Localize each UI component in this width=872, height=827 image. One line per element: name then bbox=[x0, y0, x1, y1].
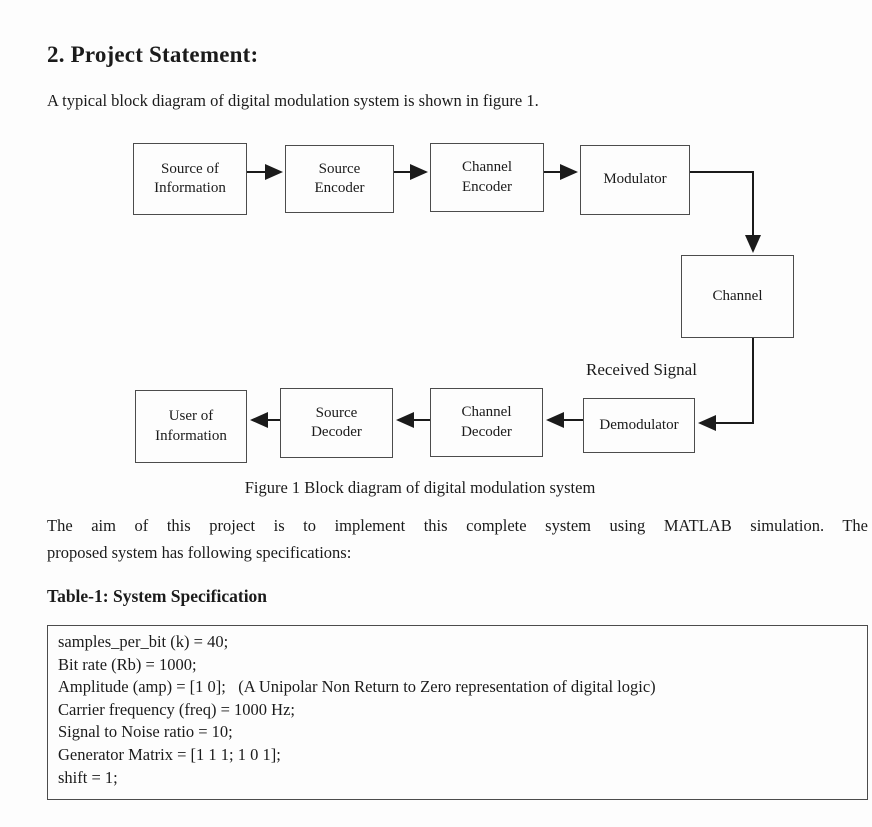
spec-line: Generator Matrix = [1 1 1; 1 0 1]; bbox=[58, 744, 281, 764]
block-label: User of Information bbox=[155, 408, 227, 444]
section-heading: 2. Project Statement: bbox=[47, 42, 259, 67]
intro-paragraph: A typical block diagram of digital modul… bbox=[47, 91, 539, 110]
block-label: Source of Information bbox=[154, 160, 226, 197]
spec-line: Bit rate (Rb) = 1000; bbox=[58, 654, 197, 674]
spec-line: Amplitude (amp) = [1 0]; (A Unipolar Non… bbox=[58, 677, 656, 697]
aim-paragraph-line2: proposed system has following specificat… bbox=[47, 543, 352, 562]
block-label: Demodulator bbox=[599, 416, 679, 433]
received-signal-label: Received Signal bbox=[586, 360, 697, 379]
block-label: Modulator bbox=[603, 171, 667, 188]
block-user-of-information: User of Information bbox=[135, 390, 247, 463]
block-label: Source Decoder bbox=[311, 404, 362, 441]
arrow-channel-to-demodulator bbox=[698, 338, 754, 431]
block-label: Source Encoder bbox=[314, 160, 365, 197]
block-demodulator: Demodulator bbox=[583, 398, 695, 453]
block-label: Channel Encoder bbox=[462, 159, 512, 195]
block-channel: Channel bbox=[681, 255, 794, 338]
spec-line: Carrier frequency (freq) = 1000 Hz; bbox=[58, 699, 295, 719]
block-channel-encoder: Channel Encoder bbox=[430, 143, 544, 212]
table-heading: Table-1: System Specification bbox=[47, 586, 268, 606]
block-source-encoder: Source Encoder bbox=[285, 145, 394, 213]
spec-line: Signal to Noise ratio = 10; bbox=[58, 722, 233, 742]
spec-line: shift = 1; bbox=[58, 767, 118, 787]
system-specification-table: samples_per_bit (k) = 40; Bit rate (Rb) … bbox=[47, 625, 868, 800]
spec-line: samples_per_bit (k) = 40; bbox=[58, 632, 229, 651]
arrow-modulator-to-channel bbox=[690, 171, 761, 253]
block-label: Channel bbox=[712, 287, 763, 304]
block-source-decoder: Source Decoder bbox=[280, 388, 393, 458]
block-source-of-information: Source of Information bbox=[133, 143, 247, 215]
aim-paragraph-line1: The aim of this project is to implement … bbox=[47, 516, 868, 535]
block-modulator: Modulator bbox=[580, 145, 690, 215]
figure-caption: Figure 1 Block diagram of digital modula… bbox=[244, 478, 596, 497]
block-label: Channel Decoder bbox=[461, 404, 512, 440]
diagram-arrows bbox=[247, 164, 761, 431]
block-diagram-figure: Source of Information Source Encoder Cha… bbox=[0, 140, 872, 505]
aim-paragraph: The aim of this project is to implement … bbox=[47, 512, 868, 566]
block-channel-decoder: Channel Decoder bbox=[430, 388, 543, 457]
